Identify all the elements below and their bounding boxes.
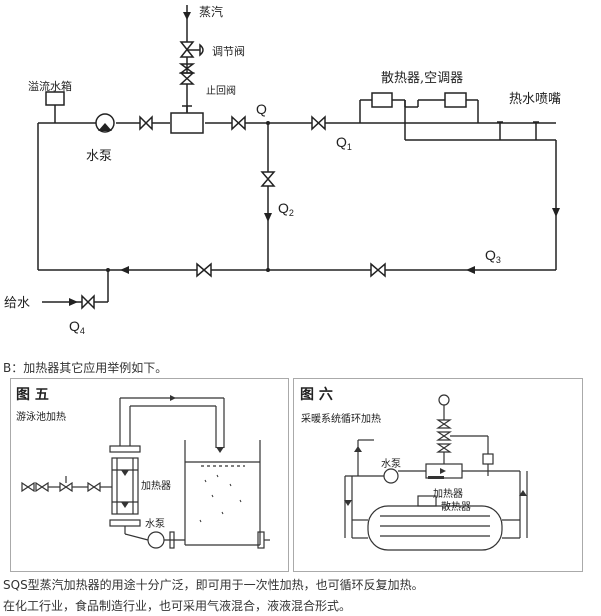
figure5-panel	[10, 378, 289, 572]
figure5-subtitle: 游泳池加热	[16, 412, 66, 423]
hot-water-nozzle-label: 热水喷嘴	[509, 92, 562, 107]
figure6-pump-label: 水泵	[381, 459, 401, 470]
q3-label: Q3	[485, 247, 501, 265]
radiator-ac-label: 散热器,空调器	[381, 71, 464, 86]
q1-label: Q1	[336, 134, 352, 152]
q4-label: Q4	[69, 318, 85, 336]
figure6-subtitle: 采暖系统循环加热	[301, 414, 381, 425]
overflow-tank-label: 溢流水箱	[28, 80, 72, 93]
figure5-heater-label: 加热器	[141, 481, 171, 492]
q2-label: Q2	[278, 200, 294, 218]
figure5-pump-label: 水泵	[145, 519, 165, 530]
pump-label: 水泵	[86, 149, 113, 164]
figure5-title: 图 五	[16, 387, 49, 403]
figure6-title: 图 六	[300, 387, 333, 403]
regulating-valve-label: 调节阀	[212, 45, 245, 58]
footer-line2: 在化工行业，食品制造行业，也可采用气液混合，液液混合形式。	[3, 599, 352, 613]
check-valve-label: 止回阀	[206, 86, 236, 97]
figure6-heater-label: 加热器	[433, 489, 463, 500]
figure6-radiator-label: 散热器	[441, 502, 471, 513]
steam-label: 蒸汽	[199, 5, 224, 19]
water-supply-label: 给水	[4, 296, 31, 311]
figure6-panel	[293, 378, 583, 572]
footer-line1: SQS型蒸汽加热器的用途十分广泛，即可用于一次性加热，也可循环反复加热。	[3, 578, 424, 592]
q-label: Q	[256, 101, 267, 117]
intro-text: B：加热器其它应用举例如下。	[3, 361, 168, 375]
